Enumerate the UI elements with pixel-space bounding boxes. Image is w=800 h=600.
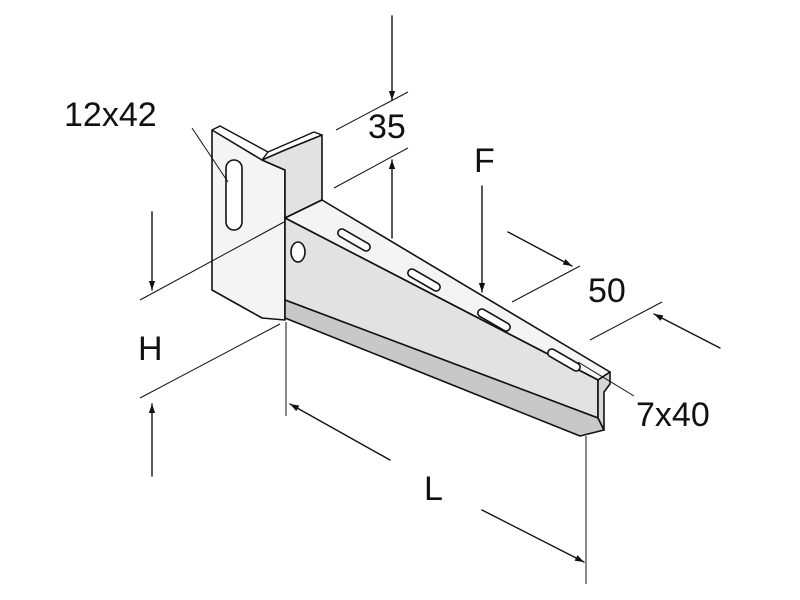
arm-slots [337,228,581,372]
label-flange-width: 35 [368,108,406,146]
extension-line [139,221,285,301]
extension-line [333,147,409,189]
arm-bottom-flange [284,299,605,437]
dimension-arrow [481,509,585,563]
dimension-arrow [289,403,391,461]
wall-plate-fold-edge [267,131,323,153]
dimension-h: H [138,211,285,477]
dimension-50: 50 [507,231,721,349]
dimension-arrow [507,231,573,267]
callout-12x42: 12x42 [64,96,229,183]
label-load: F [474,142,495,180]
bracket [211,125,611,437]
label-length: L [424,470,443,508]
dimension-35: 35 [333,15,409,239]
arm-slot [337,228,371,252]
arm-end [597,371,611,431]
extension-line [511,265,581,303]
wall-plate-top-edge [211,125,269,161]
extension-line [139,323,281,399]
arm-slot [547,348,581,372]
callout-7x40: 7x40 [577,361,710,434]
label-slot-arm: 7x40 [636,396,710,434]
extension-line [589,301,663,341]
label-arm-width: 50 [588,272,626,310]
dimension-l: L [285,322,587,584]
arm-web-hole [290,241,306,263]
load-force: F [474,142,495,293]
leader-line [191,127,229,183]
extension-line [335,91,409,131]
dimension-arrow [653,313,721,349]
leader-line [577,361,635,397]
label-slot-wall: 12x42 [64,96,157,134]
wall-slot [225,159,243,231]
arm-slot [407,268,441,292]
label-height: H [138,330,163,368]
arm-slot [477,308,511,332]
